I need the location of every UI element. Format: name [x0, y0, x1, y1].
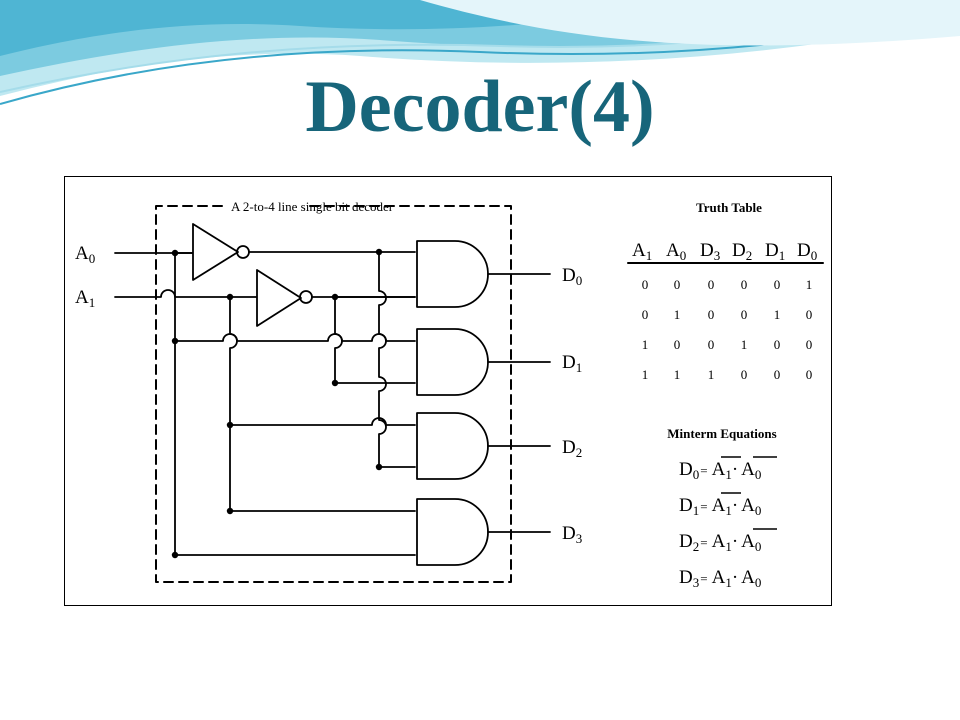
junction-dot [226, 293, 234, 301]
inverter-a0-body [192, 223, 239, 281]
truth-table-cell: 1 [806, 277, 813, 292]
truth-table-cell: 1 [642, 337, 649, 352]
header-swoosh-decoration [0, 0, 960, 105]
gate2-in1-wire [229, 417, 416, 426]
overbars [721, 456, 777, 530]
decoder-box-label: A 2-to-4 line single bit decoder [231, 199, 394, 214]
truth-table-cell: 0 [741, 367, 748, 382]
and-gate-d3 [416, 498, 489, 566]
truth-table-cell: 1 [674, 307, 681, 322]
junction-dot [331, 293, 339, 301]
junction-dot [171, 249, 179, 257]
truth-table-header: A1 [632, 240, 652, 263]
truth-table-header: D0 [797, 240, 817, 263]
not-a0-bus [378, 251, 387, 468]
junction-dots [171, 248, 383, 559]
output-label-d2: D2 [562, 437, 582, 460]
minterm-equation: D3=A1·A0 [679, 567, 761, 590]
junction-dot [375, 463, 383, 471]
minterm-equations: D0=A1·A0 D1=A1·A0 D2=A1·A0 D3=A1·A0 [679, 459, 761, 590]
and-gate-d0 [416, 240, 489, 308]
truth-table-cell: 0 [708, 337, 715, 352]
junction-dot [226, 421, 234, 429]
truth-table-header: D2 [732, 240, 752, 263]
and-gate-d1 [416, 328, 489, 396]
truth-table-cell: 0 [806, 367, 813, 382]
truth-table-cell: 1 [674, 367, 681, 382]
decoder-diagram-svg: A 2-to-4 line single bit decoder A0 A1 D… [75, 197, 824, 590]
truth-table-cell: 1 [741, 337, 748, 352]
inverter-a1-body [256, 269, 302, 327]
truth-table-header: A0 [666, 240, 686, 263]
a1-bus [229, 296, 238, 512]
minterm-equation: D1=A1·A0 [679, 495, 761, 518]
minterm-equation: D2=A1·A0 [679, 531, 761, 554]
truth-table-headers: A1 A0 D3 D2 D1 D0 [632, 240, 817, 263]
truth-table-title: Truth Table [696, 200, 762, 215]
truth-table-cell: 0 [708, 277, 715, 292]
truth-table-cell: 1 [774, 307, 781, 322]
minterm-equations-title: Minterm Equations [667, 426, 776, 441]
decoder-dashed-box [155, 205, 512, 583]
truth-table-cell: 0 [674, 277, 681, 292]
truth-table-cell: 0 [774, 367, 781, 382]
truth-table-cell: 0 [806, 307, 813, 322]
truth-table-cell: 1 [708, 367, 715, 382]
minterm-equation: D0=A1·A0 [679, 459, 761, 482]
input-label-a0: A0 [75, 243, 95, 266]
output-label-d0: D0 [562, 265, 582, 288]
truth-table-header: D1 [765, 240, 785, 263]
truth-table-cell: 0 [741, 307, 748, 322]
truth-table-body: 0 0 0 0 0 1 0 1 0 0 1 0 1 0 0 1 0 0 1 1 … [642, 277, 813, 382]
truth-table-cell: 0 [674, 337, 681, 352]
output-label-d3: D3 [562, 523, 582, 546]
junction-dot [171, 551, 179, 559]
truth-table-cell: 0 [774, 277, 781, 292]
a1-input-wire [114, 289, 257, 298]
and-gate-d2 [416, 412, 489, 480]
truth-table-cell: 0 [642, 307, 649, 322]
junction-dot [226, 507, 234, 515]
output-label-d1: D1 [562, 352, 582, 375]
decoder-figure: A 2-to-4 line single bit decoder A0 A1 D… [64, 176, 832, 606]
truth-table-cell: 0 [741, 277, 748, 292]
inverter-a1-bubble [299, 290, 313, 304]
gate1-in1-wire [174, 333, 416, 342]
truth-table-cell: 1 [642, 367, 649, 382]
junction-dot [331, 379, 339, 387]
slide-title: Decoder(4) [305, 66, 655, 148]
truth-table-header: D3 [700, 240, 720, 263]
junction-dot [171, 337, 179, 345]
truth-table-cell: 0 [806, 337, 813, 352]
not-a1-bus [334, 296, 343, 384]
truth-table-cell: 0 [642, 277, 649, 292]
truth-table-cell: 0 [774, 337, 781, 352]
input-label-a1: A1 [75, 287, 95, 310]
junction-dot [375, 248, 383, 256]
truth-table-cell: 0 [708, 307, 715, 322]
